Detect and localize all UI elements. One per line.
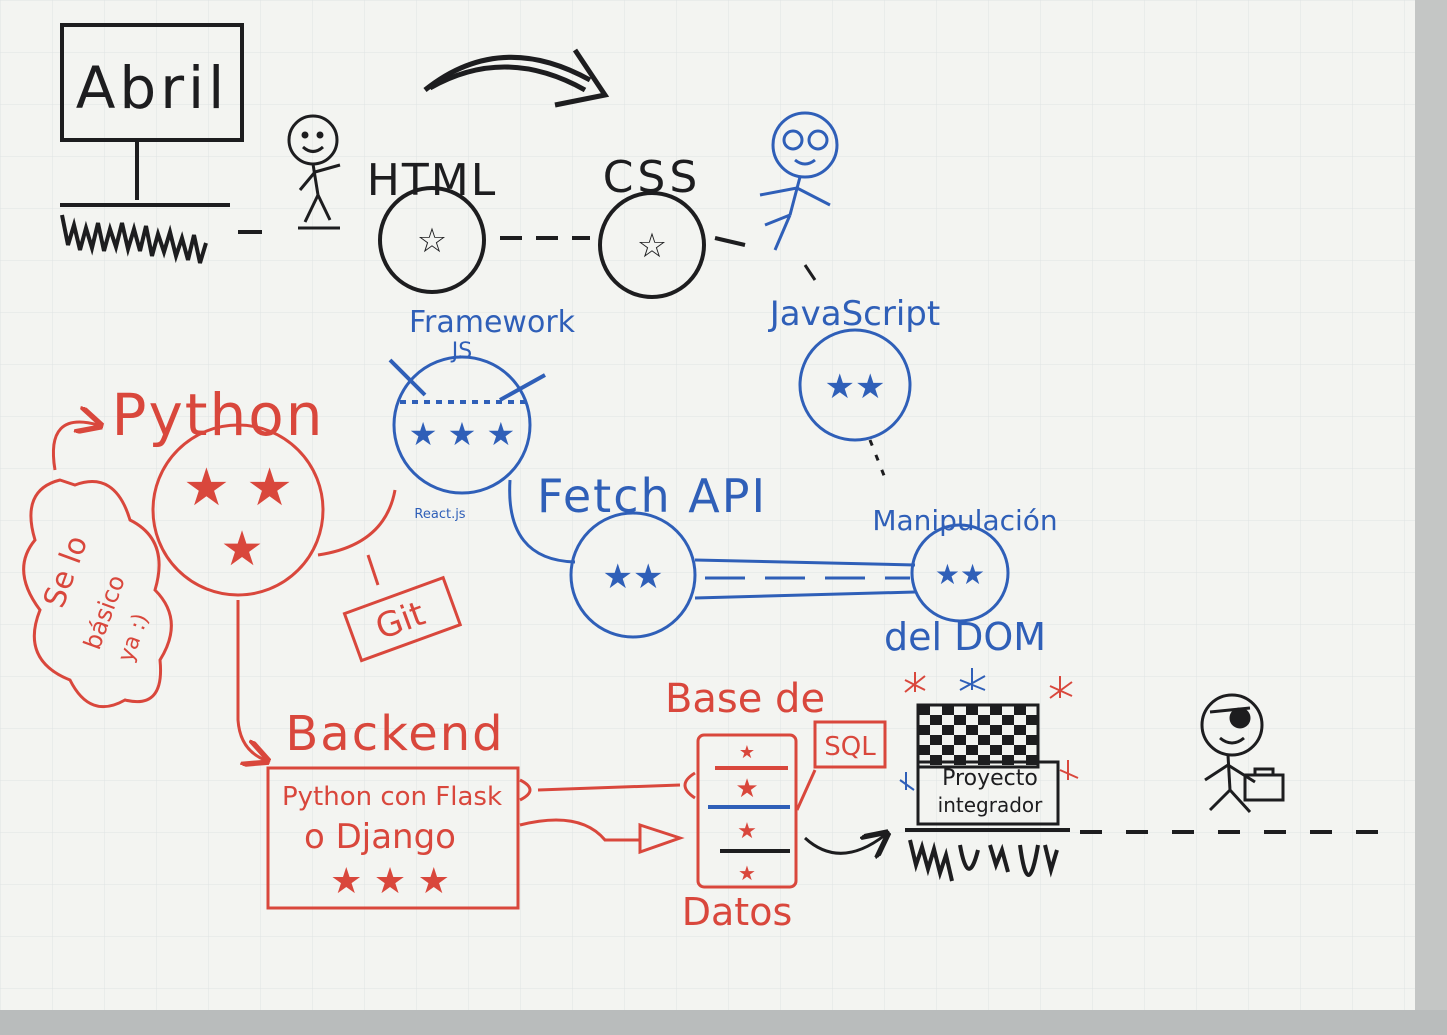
javascript-label: JavaScript	[768, 294, 940, 334]
framework-node	[392, 355, 532, 495]
js-label: JS	[450, 339, 472, 364]
del-dom-label: del DOM	[884, 615, 1046, 659]
html-node	[378, 186, 486, 294]
javascript-stars: ★★	[825, 367, 886, 407]
board-frame-bottom	[0, 1010, 1447, 1035]
abril-sign	[60, 23, 262, 264]
stick-figure-briefcase	[1200, 693, 1285, 814]
proyecto-box	[916, 760, 1060, 826]
python-label: Python	[111, 381, 324, 449]
db-star-3: ★	[737, 819, 757, 844]
python-star-bottom: ★	[220, 521, 263, 577]
fetch-stars: ★★	[603, 557, 664, 597]
dom-node	[910, 523, 1010, 623]
sql-label: SQL	[824, 732, 876, 762]
backend-box	[266, 766, 520, 910]
stick-figure-glasses	[759, 111, 839, 251]
css-label: CSS	[603, 152, 702, 203]
fetch-node	[569, 511, 697, 639]
python-framework-connector	[317, 489, 397, 557]
base-de-label: Base de	[665, 676, 825, 722]
python-node	[151, 423, 325, 597]
checkered-flag	[916, 703, 1040, 769]
css-js-connector	[714, 236, 746, 247]
proyecto-line2: integrador	[938, 793, 1043, 817]
backend-label: Backend	[285, 706, 504, 762]
board-grid	[0, 0, 1420, 1010]
framework-label: Framework	[409, 305, 576, 340]
cloud-arrow	[52, 422, 98, 471]
figure-js-connector	[803, 264, 817, 281]
fetch-label: Fetch API	[537, 469, 767, 523]
backend-stars: ★ ★ ★	[330, 861, 450, 902]
backend-line1: Python con Flask	[282, 782, 502, 812]
db-proyecto-arrow	[803, 835, 885, 853]
sql-connector	[795, 769, 817, 811]
python-stars-top: ★ ★	[183, 458, 293, 518]
database-box	[696, 733, 798, 889]
framework-stars: ★ ★ ★	[409, 415, 515, 453]
sql-box	[813, 720, 887, 769]
db-star-4: ★	[738, 861, 756, 885]
fetch-dom-connector	[694, 558, 916, 600]
react-label: React.js	[414, 507, 465, 522]
sparkles	[904, 672, 1079, 780]
framework-fetch-connector	[508, 479, 576, 564]
proyecto-line1: Proyecto	[942, 766, 1038, 791]
css-node	[598, 191, 706, 299]
css-star: ☆	[637, 226, 667, 266]
html-label: HTML	[367, 155, 497, 206]
backend-db-connectors	[519, 771, 696, 855]
git-connector	[366, 554, 380, 586]
backend-line2: o Django	[304, 817, 456, 857]
git-box	[342, 575, 463, 663]
db-star-2: ★	[735, 774, 758, 804]
manipulacion-label: Manipulación	[872, 504, 1057, 537]
se-lo-basico-cloud	[22, 478, 173, 709]
stick-figure-smiling	[287, 114, 341, 230]
datos-label: Datos	[682, 890, 793, 934]
javascript-node	[798, 328, 912, 442]
abril-label: Abril	[76, 54, 229, 122]
db-star-1: ★	[739, 742, 755, 763]
framework-bolts	[388, 358, 546, 404]
html-star: ☆	[417, 221, 447, 261]
sparkles-blue	[899, 668, 986, 791]
js-dom-connector	[868, 439, 887, 479]
finish-platform	[905, 828, 1070, 882]
python-backend-arrow	[236, 600, 265, 760]
dom-stars: ★★	[935, 558, 985, 591]
top-curved-arrow	[423, 48, 610, 108]
board-frame-right	[1415, 0, 1447, 1035]
